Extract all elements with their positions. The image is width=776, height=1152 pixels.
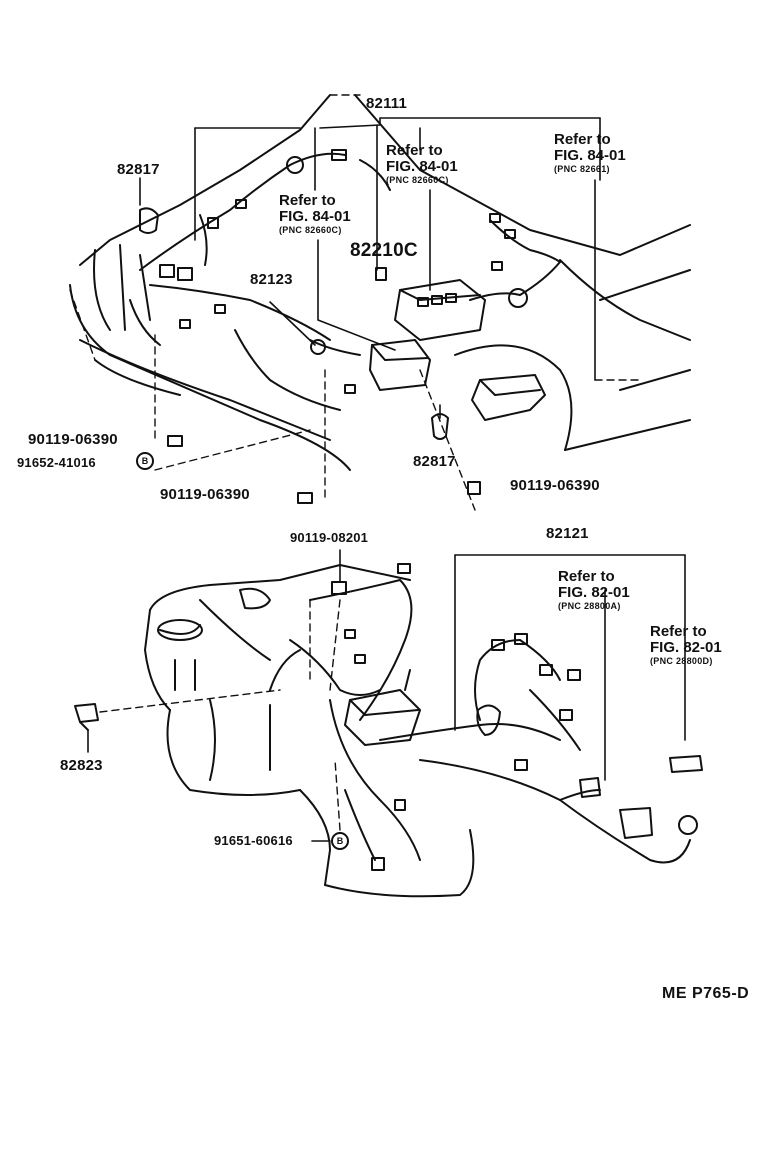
- label-82823: 82823: [60, 757, 103, 774]
- connectors-lower: [344, 563, 703, 871]
- fuse-box-82123: [310, 339, 431, 391]
- diagram-code: ME P765-D: [662, 985, 750, 1002]
- upper-wire-harness: [129, 152, 561, 411]
- label-90119-06390-a: 90119-06390: [28, 431, 118, 448]
- engine-block-outline: [144, 564, 475, 898]
- ref-title: Refer to: [554, 131, 611, 148]
- dash-lines-upper: [69, 94, 641, 511]
- ecu-bracket: [471, 374, 546, 421]
- ref-pnc: (PNC 28800D): [650, 656, 713, 666]
- ref-fig-84-01-c: Refer to FIG. 84-01 (PNC 82660C): [279, 193, 351, 236]
- ref-fig-82-01-a: Refer to FIG. 82-01 (PNC 28800A): [558, 569, 630, 612]
- ref-pnc: (PNC 28800A): [558, 601, 621, 611]
- ref-pnc: (PNC 82660C): [386, 175, 449, 185]
- ref-fig: FIG. 82-01: [558, 584, 630, 601]
- ref-fig: FIG. 82-01: [650, 639, 722, 656]
- ref-title: Refer to: [650, 623, 707, 640]
- lower-wire-harness: [269, 579, 691, 864]
- ref-fig: FIG. 84-01: [386, 158, 458, 175]
- ref-title: Refer to: [558, 568, 615, 585]
- ref-title: Refer to: [279, 192, 336, 209]
- label-90119-06390-b: 90119-06390: [160, 486, 250, 503]
- label-82817-top: 82817: [117, 161, 160, 178]
- ignition-coil: [344, 669, 421, 746]
- ref-title: Refer to: [386, 142, 443, 159]
- dash-lines-lower: [99, 599, 341, 831]
- connectors-upper: [159, 149, 528, 394]
- leader-lines-lower: [87, 549, 686, 842]
- relay-82823: [74, 703, 99, 731]
- ref-fig-84-01-b: Refer to FIG. 84-01 (PNC 82661): [554, 132, 626, 175]
- label-90119-08201: 90119-08201: [290, 530, 369, 545]
- relay-block-82210C: [375, 267, 486, 341]
- ref-fig-84-01-a: Refer to FIG. 84-01 (PNC 82660C): [386, 143, 458, 186]
- ref-fig-82-01-b: Refer to FIG. 82-01 (PNC 28800D): [650, 624, 722, 667]
- label-90119-06390-c: 90119-06390: [510, 477, 600, 494]
- bolts-upper: [136, 435, 481, 504]
- label-82210c: 82210C: [350, 240, 418, 261]
- label-82121: 82121: [546, 525, 589, 542]
- ref-pnc: (PNC 82661): [554, 164, 610, 174]
- label-91651-60616: 91651-60616: [214, 833, 293, 848]
- bolt-marker-lower: B: [337, 836, 344, 846]
- ref-pnc: (PNC 82660C): [279, 225, 342, 235]
- ref-fig: FIG. 84-01: [279, 208, 351, 225]
- leader-lines-upper: [139, 117, 601, 419]
- ref-fig: FIG. 84-01: [554, 147, 626, 164]
- label-82111: 82111: [366, 95, 408, 112]
- bolt-marker-upper: B: [142, 456, 149, 466]
- label-91652-41016: 91652-41016: [17, 455, 96, 470]
- bolts-lower: [331, 581, 349, 850]
- car-body-outline: [69, 94, 691, 471]
- label-82817-mid: 82817: [413, 453, 456, 470]
- label-82123: 82123: [250, 271, 293, 288]
